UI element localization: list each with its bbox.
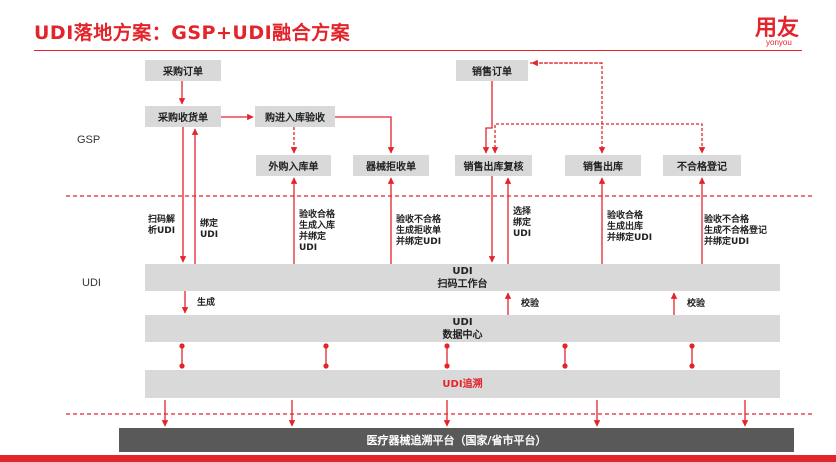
udi-scan-sublabel: 扫码工作台 bbox=[437, 278, 488, 290]
title-underline bbox=[34, 50, 802, 51]
udi-data-label: UDI bbox=[452, 316, 473, 328]
box-purchase-order[interactable]: 采购订单 bbox=[145, 60, 221, 81]
box-purchase-receipt[interactable]: 采购收货单 bbox=[145, 106, 221, 127]
box-inbound-inspect[interactable]: 购进入库验收 bbox=[255, 106, 335, 127]
annotation-outbound-ok: 验收合格生成出库并绑定UDI bbox=[607, 211, 653, 243]
box-device-reject[interactable]: 器械拒收单 bbox=[353, 155, 429, 176]
box-nonconform-reg[interactable]: 不合格登记 bbox=[663, 155, 741, 176]
section-label-udi: UDI bbox=[82, 277, 101, 289]
udi-scan-label: UDI bbox=[452, 265, 473, 277]
annotation-verify-1: 校验 bbox=[521, 299, 540, 309]
annotation-reject-bind: 验收不合格生成拒收单并绑定UDI bbox=[396, 215, 442, 247]
annotation-scan-parse: 扫码解析UDI bbox=[148, 215, 176, 236]
box-outsource-inbound[interactable]: 外购入库单 bbox=[256, 155, 331, 176]
data-trace-connectors bbox=[181, 345, 693, 366]
arrow-recheck-nonconform-bridge bbox=[491, 123, 706, 154]
box-sales-outbound[interactable]: 销售出库 bbox=[565, 155, 641, 176]
arrow-sales-order-to-recheck bbox=[482, 81, 493, 154]
annotation-nonconform-bind: 验收不合格生成不合格登记并绑定UDI bbox=[704, 215, 768, 247]
trace-platform-arrows bbox=[161, 400, 749, 427]
box-sales-order[interactable]: 销售订单 bbox=[456, 60, 528, 81]
udi-trace[interactable]: UDI追溯 bbox=[145, 370, 780, 398]
udi-data-sublabel: 数据中心 bbox=[442, 329, 483, 341]
udi-data-center[interactable]: UDI 数据中心 bbox=[145, 315, 780, 342]
page-title: UDI落地方案：GSP+UDI融合方案 bbox=[34, 22, 351, 44]
yonyou-logo-sub: yonyou bbox=[766, 38, 792, 47]
traceability-platform-bar[interactable]: 医疗器械追溯平台（国家/省市平台） bbox=[119, 428, 794, 452]
section-label-gsp: GSP bbox=[77, 134, 101, 146]
udi-scan-workbench[interactable]: UDI 扫码工作台 bbox=[145, 264, 780, 291]
arrow-inspect-to-reject bbox=[335, 116, 395, 154]
arrow-sales-order-to-outbound bbox=[530, 62, 606, 154]
box-sales-recheck[interactable]: 销售出库复核 bbox=[455, 155, 532, 176]
connector-dots bbox=[179, 343, 695, 369]
annotation-generate: 生成 bbox=[197, 298, 216, 308]
footer-red-strip bbox=[0, 455, 836, 462]
annotation-verify-2: 校验 bbox=[687, 299, 706, 309]
udi-trace-label: UDI追溯 bbox=[442, 378, 483, 390]
yonyou-logo: 用友 bbox=[755, 16, 800, 41]
